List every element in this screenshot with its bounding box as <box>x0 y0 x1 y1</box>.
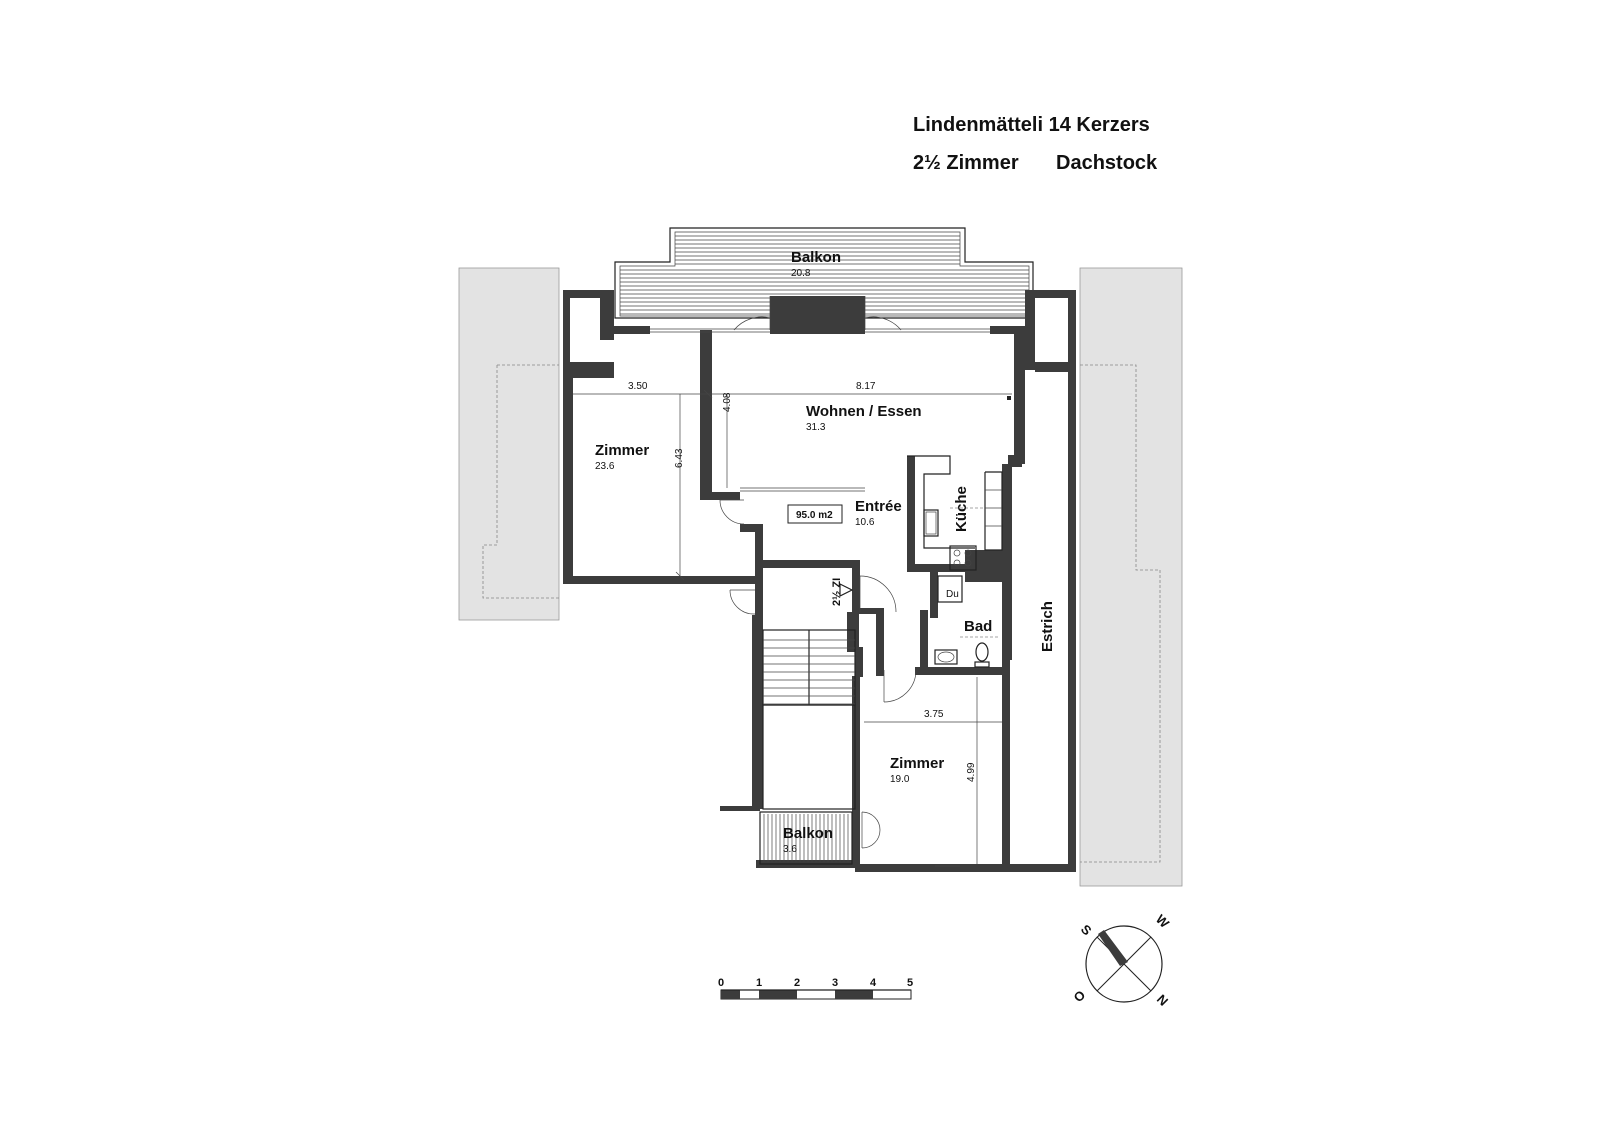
scale-label-1: 1 <box>756 977 762 989</box>
room-label-kueche: Küche <box>953 486 970 532</box>
windows <box>650 328 990 867</box>
room-label-estrich: Estrich <box>1039 601 1056 652</box>
kitchen-unit <box>907 455 1003 571</box>
scale-label-5: 5 <box>907 977 913 989</box>
dim-wohnen-depth: 4.08 <box>722 392 733 412</box>
interior-walls <box>700 330 1022 872</box>
room-label-balkon-bottom: Balkon <box>783 825 833 842</box>
room-label-zimmer-left: Zimmer <box>595 442 649 459</box>
compass-label-o: O <box>1071 987 1089 1005</box>
room-label-zimmer-bottom: Zimmer <box>890 755 944 772</box>
bathroom-fixtures <box>934 575 1000 668</box>
room-area-entree: 10.6 <box>855 517 875 528</box>
room-label-entree: Entrée <box>855 498 902 515</box>
dim-wohnen-width: 8.17 <box>856 381 876 392</box>
scale-label-2: 2 <box>794 977 800 989</box>
room-area-wohnen: 31.3 <box>806 422 826 433</box>
doors <box>719 296 917 849</box>
room-area-zimmer-left: 23.6 <box>595 461 615 472</box>
compass-rose-icon: S W O N <box>1071 912 1173 1009</box>
room-label-dusche: Du <box>946 589 959 600</box>
dim-zimmer-left-depth: 6.43 <box>674 448 685 468</box>
scale-label-4: 4 <box>870 977 877 989</box>
scale-label-3: 3 <box>832 977 838 989</box>
room-area-balkon-bottom: 3.6 <box>783 844 797 855</box>
scale-label-0: 0 <box>718 977 724 989</box>
room-label-balkon-top: Balkon <box>791 249 841 266</box>
dimension-lines <box>573 389 1012 864</box>
room-label-bad: Bad <box>964 618 992 635</box>
address-title: Lindenmätteli 14 Kerzers <box>913 114 1150 136</box>
column-marker <box>1007 396 1011 400</box>
neighbor-building-right <box>1079 267 1183 887</box>
scale-bar: 0 1 2 3 4 5 <box>718 977 913 1000</box>
total-area-box <box>787 504 843 524</box>
room-area-zimmer-bottom: 19.0 <box>890 774 910 785</box>
dim-zimmer-bottom-depth: 4.99 <box>966 762 977 782</box>
compass-label-s: S <box>1078 922 1095 939</box>
dim-zimmer-bottom-width: 3.75 <box>924 709 944 720</box>
balcony-bottom <box>759 811 853 865</box>
room-label-wohnen: Wohnen / Essen <box>806 403 922 420</box>
floor-title: Dachstock <box>1056 152 1158 174</box>
neighbor-building-left <box>458 267 560 621</box>
dim-zimmer-left-width: 3.50 <box>628 381 648 392</box>
room-area-balkon-top: 20.8 <box>791 268 811 279</box>
compass-label-n: N <box>1154 992 1171 1009</box>
unit-size-title: 2½ Zimmer <box>913 152 1019 174</box>
entry-arrow-icon <box>839 583 854 597</box>
total-area-label: 95.0 m2 <box>796 510 833 521</box>
compass-label-w: W <box>1153 912 1173 932</box>
unit-tag-label: 2½ ZI <box>831 578 843 606</box>
staircase <box>762 629 856 810</box>
